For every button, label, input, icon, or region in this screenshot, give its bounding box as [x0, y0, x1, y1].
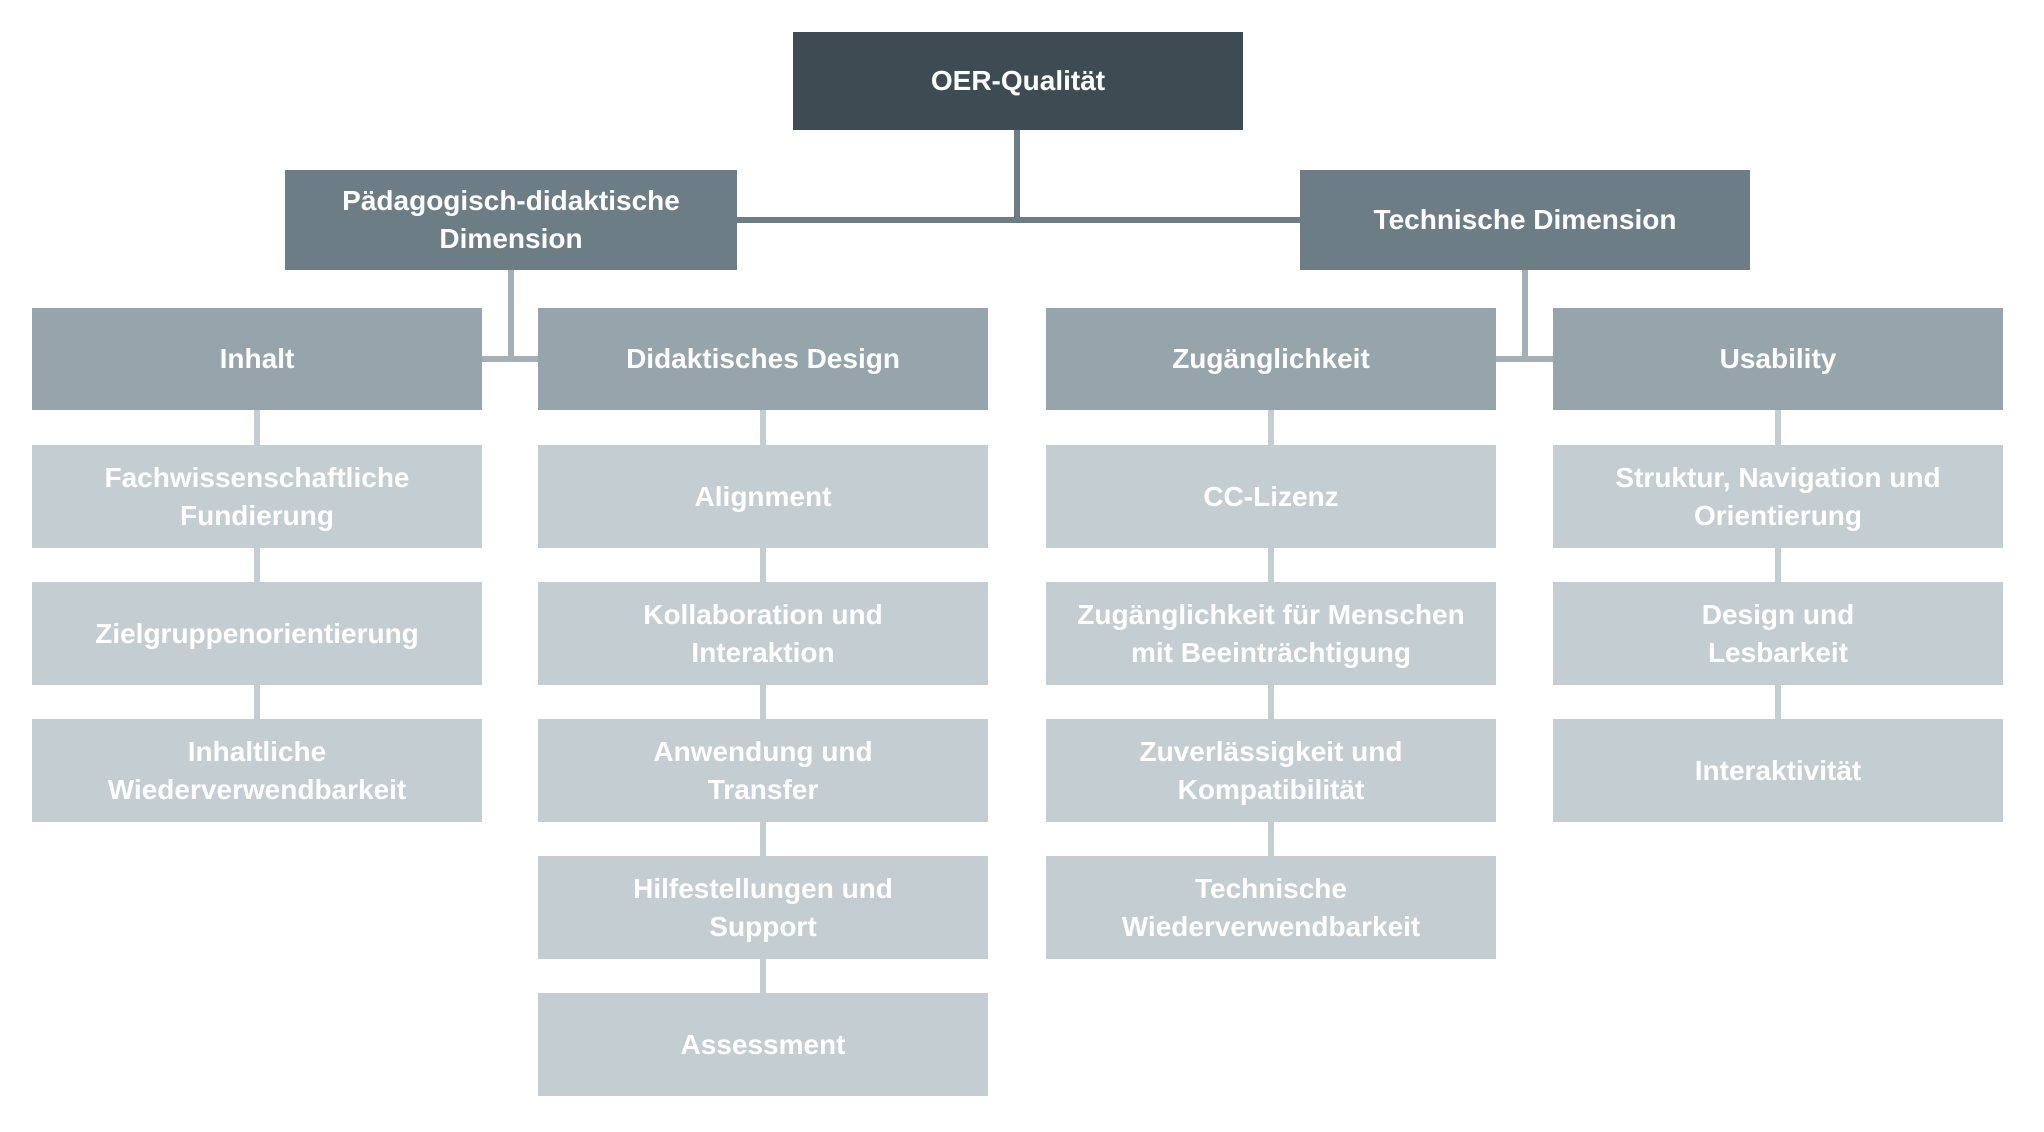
- connector-line: [1268, 822, 1274, 856]
- node-didaktisches-design: Didaktisches Design: [538, 308, 988, 410]
- connector-line: [1268, 548, 1274, 582]
- connector-line: [1775, 685, 1781, 719]
- node-zugaenglichkeit: Zugänglichkeit: [1046, 308, 1496, 410]
- connector-line: [254, 685, 260, 719]
- item-fachwissenschaftliche-fundierung: Fachwissenschaftliche Fundierung: [32, 445, 482, 548]
- connector-line: [760, 410, 766, 445]
- connector-line: [1775, 410, 1781, 445]
- node-oer-qualitaet: OER-Qualität: [793, 32, 1243, 130]
- item-kollaboration-und-interaktion: Kollaboration und Interaktion: [538, 582, 988, 685]
- connector-line: [254, 548, 260, 582]
- item-assessment: Assessment: [538, 993, 988, 1096]
- item-struktur-navigation-und-orientierung: Struktur, Navigation und Orientierung: [1553, 445, 2003, 548]
- item-zuverlaessigkeit-und-kompatibilitaet: Zuverlässigkeit und Kompatibilität: [1046, 719, 1496, 822]
- connector-line: [1775, 548, 1781, 582]
- node-inhalt: Inhalt: [32, 308, 482, 410]
- item-hilfestellungen-und-support: Hilfestellungen und Support: [538, 856, 988, 959]
- connector-line: [760, 959, 766, 993]
- connector-line: [1496, 356, 1553, 362]
- connector-line: [1522, 270, 1528, 362]
- node-technische-dimension: Technische Dimension: [1300, 170, 1750, 270]
- connector-line: [760, 685, 766, 719]
- connector-line: [1014, 130, 1020, 220]
- connector-line: [1268, 410, 1274, 445]
- node-paedagogisch-didaktische-dimension: Pädagogisch-didaktische Dimension: [285, 170, 737, 270]
- item-cc-lizenz: CC-Lizenz: [1046, 445, 1496, 548]
- item-inhaltliche-wiederverwendbarkeit: Inhaltliche Wiederverwendbarkeit: [32, 719, 482, 822]
- item-technische-wiederverwendbarkeit: Technische Wiederverwendbarkeit: [1046, 856, 1496, 959]
- connector-line: [482, 356, 538, 362]
- item-anwendung-und-transfer: Anwendung und Transfer: [538, 719, 988, 822]
- item-zugaenglichkeit-fuer-menschen-mit-beeintraechtigung: Zugänglichkeit für Menschen mit Beeinträ…: [1046, 582, 1496, 685]
- item-alignment: Alignment: [538, 445, 988, 548]
- connector-line: [737, 217, 1300, 223]
- connector-line: [1268, 685, 1274, 719]
- connector-line: [508, 270, 514, 362]
- connector-line: [760, 822, 766, 856]
- connector-line: [760, 548, 766, 582]
- item-zielgruppenorientierung: Zielgruppenorientierung: [32, 582, 482, 685]
- node-usability: Usability: [1553, 308, 2003, 410]
- item-interaktivitaet: Interaktivität: [1553, 719, 2003, 822]
- item-design-und-lesbarkeit: Design und Lesbarkeit: [1553, 582, 2003, 685]
- connector-line: [254, 410, 260, 445]
